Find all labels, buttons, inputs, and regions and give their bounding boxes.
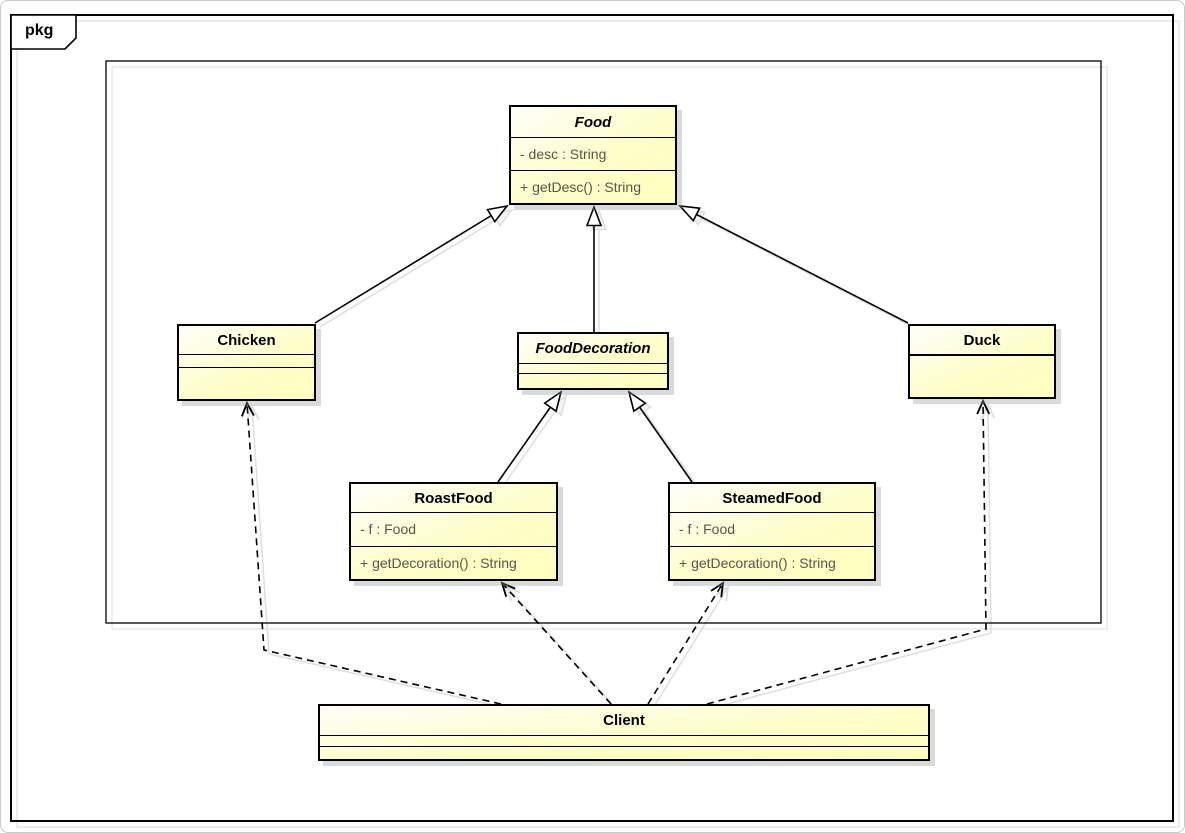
method: + getDecoration() : String [360,554,517,571]
attribute: - f : Food [679,521,736,538]
method: + getDecoration() : String [679,554,836,571]
class-fooddecoration-methods [519,373,667,388]
class-roastfood-attributes: - f : Food [351,512,556,546]
dependency-client-to-steamedfood [647,583,723,705]
class-duck: Duck [908,324,1056,399]
class-roastfood: RoastFood - f : Food + getDecoration() :… [349,482,558,581]
attribute: - desc : String [520,146,607,162]
class-chicken-title: Chicken [217,331,276,349]
class-roastfood-title: RoastFood [414,489,493,507]
method: + getDesc() : String [520,179,641,195]
class-client: Client [318,704,930,761]
class-fooddecoration-attributes [519,363,667,373]
class-duck-title: Duck [963,331,1001,349]
class-chicken: Chicken [177,324,316,401]
class-chicken-methods [179,367,314,399]
generalization-roastfood-to-fooddecoration [497,392,561,483]
generalization-chicken-to-food [314,206,507,324]
class-chicken-attributes [179,354,314,367]
class-food-title: Food [574,113,612,131]
attribute: - f : Food [360,521,417,538]
class-fooddecoration: FoodDecoration [517,332,669,390]
class-steamedfood-attributes: - f : Food [670,512,874,546]
class-fooddecoration-title: FoodDecoration [535,340,651,357]
dependency-client-to-roastfood [502,583,612,705]
class-food: Food - desc : String + getDesc() : Strin… [509,105,677,205]
class-food-attributes: - desc : String [511,137,675,170]
class-roastfood-methods: + getDecoration() : String [351,545,556,580]
class-client-attributes [320,735,928,746]
class-food-methods: + getDesc() : String [511,170,675,203]
class-client-title: Client [603,712,645,729]
generalization-steamedfood-to-fooddecoration [629,392,693,483]
class-steamedfood-methods: + getDecoration() : String [670,545,874,580]
class-duck-attributes [910,354,1054,355]
arrow-shadows [252,210,991,709]
class-duck-methods [910,355,1054,397]
class-steamedfood-title: SteamedFood [722,489,822,507]
package-tab-label: pkg [25,22,54,39]
generalization-duck-to-food [680,206,909,324]
class-steamedfood: SteamedFood - f : Food + getDecoration()… [668,482,876,581]
class-client-methods [320,746,928,759]
